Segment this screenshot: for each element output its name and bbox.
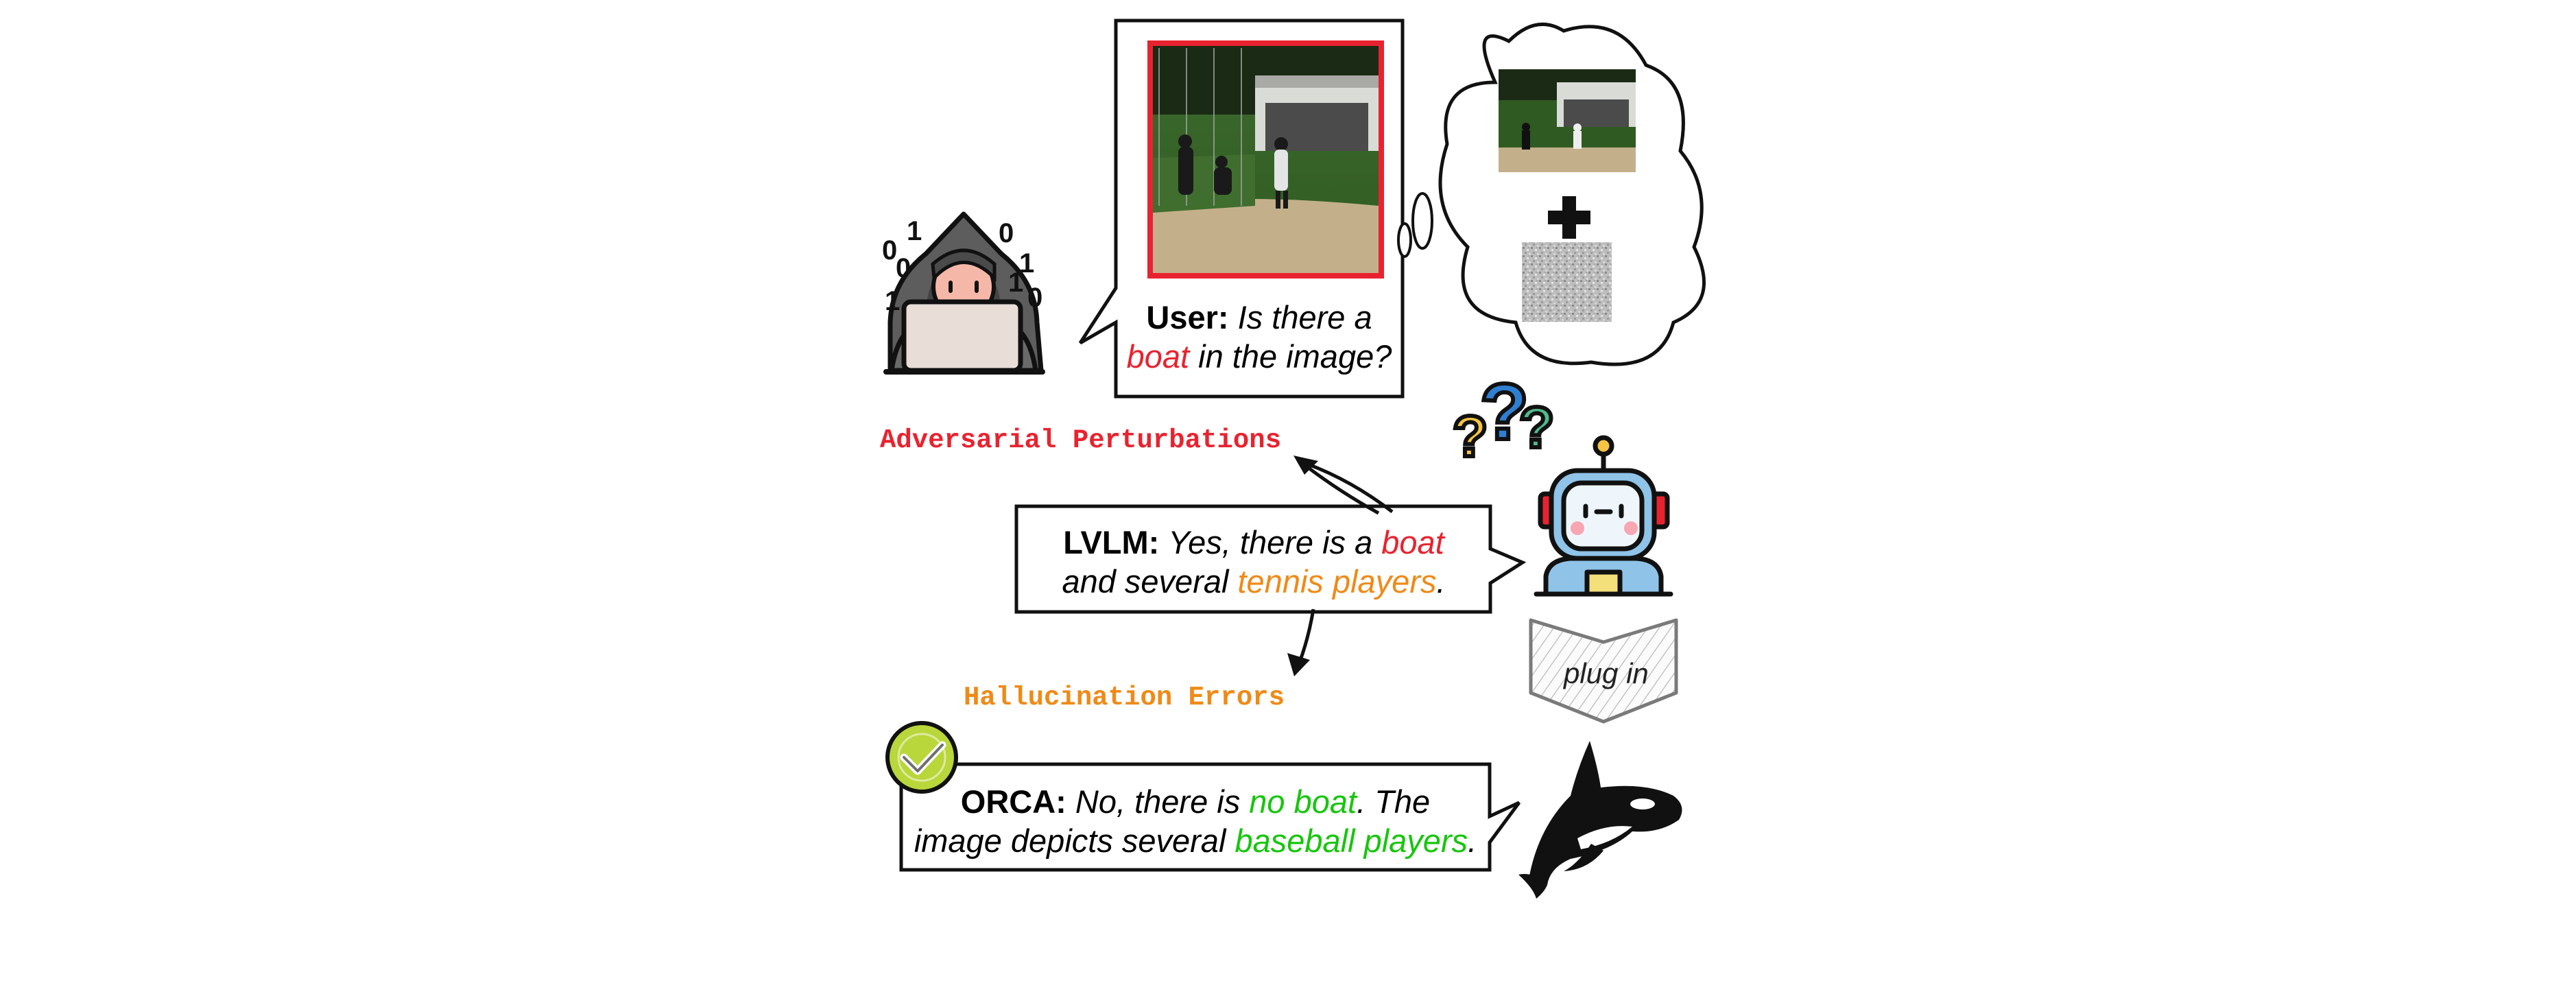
orca-highlight-no-boat: no boat bbox=[1249, 783, 1357, 820]
baseball-photo bbox=[1147, 40, 1384, 279]
user-question-line2: in the image? bbox=[1198, 338, 1392, 375]
digit-8: 0 bbox=[1027, 283, 1042, 313]
arrow-to-adversarial bbox=[1293, 455, 1394, 515]
user-bubble-text: User: Is there a boat in the image? bbox=[1118, 298, 1400, 376]
clean-image-thumbnail bbox=[1499, 69, 1636, 172]
robot-icon bbox=[1534, 435, 1673, 597]
user-question-line1: Is there a bbox=[1237, 299, 1372, 335]
check-badge-icon bbox=[885, 721, 958, 794]
lvlm-speech-bubble bbox=[1014, 504, 1527, 614]
plus-icon bbox=[1548, 196, 1590, 239]
digit-5: 1 bbox=[1019, 248, 1034, 279]
digit-1: 0 bbox=[882, 235, 897, 265]
lvlm-highlight-tennis-players: tennis players bbox=[1237, 563, 1437, 600]
lvlm-speaker-label: LVLM: bbox=[1063, 524, 1160, 560]
question-marks-icon: ? ? ? bbox=[1451, 365, 1556, 471]
orca-line1-text: No, there is bbox=[1075, 783, 1241, 820]
orca-speaker-label: ORCA: bbox=[960, 783, 1066, 820]
lvlm-line2-text: and several bbox=[1062, 563, 1229, 600]
digit-4: 0 bbox=[999, 218, 1014, 248]
digit-7: 1 bbox=[885, 286, 900, 316]
svg-text:?: ? bbox=[1480, 367, 1529, 456]
orca-line2-text: image depicts several bbox=[914, 823, 1226, 859]
lvlm-bubble-text: LVLM: Yes, there is a boat and several t… bbox=[1019, 523, 1488, 601]
lvlm-line2-period: . bbox=[1436, 563, 1446, 600]
user-speaker-label: User: bbox=[1146, 299, 1229, 335]
digit-6: 1 bbox=[1008, 268, 1023, 298]
plug-in-label: plug in bbox=[1564, 657, 1649, 689]
hacker-icon bbox=[883, 211, 1045, 375]
binary-digits: 0 1 0 0 1 1 1 0 bbox=[882, 216, 1042, 316]
orca-speech-bubble bbox=[899, 762, 1521, 872]
arrow-to-hallucination bbox=[1287, 608, 1315, 676]
user-highlight-boat: boat bbox=[1126, 338, 1190, 375]
lvlm-line1-text: Yes, there is a bbox=[1168, 524, 1373, 560]
orca-icon bbox=[1518, 741, 1682, 899]
lvlm-highlight-boat: boat bbox=[1381, 524, 1444, 560]
digit-2: 1 bbox=[907, 216, 922, 246]
hallucination-errors-label: Hallucination Errors bbox=[964, 683, 1285, 713]
digit-3: 0 bbox=[896, 253, 911, 283]
orca-line2-period: . bbox=[1468, 823, 1477, 859]
orca-bubble-text: ORCA: No, there is no boat. The image de… bbox=[904, 782, 1487, 860]
svg-text:?: ? bbox=[1519, 395, 1554, 460]
adversarial-perturbations-label: Adversarial Perturbations bbox=[880, 425, 1282, 455]
orca-line1-post: . The bbox=[1357, 783, 1431, 820]
plug-in-banner bbox=[1529, 618, 1678, 724]
orca-highlight-baseball-players: baseball players bbox=[1235, 823, 1468, 859]
svg-text:?: ? bbox=[1453, 404, 1488, 469]
noise-perturbation-image bbox=[1522, 242, 1612, 322]
